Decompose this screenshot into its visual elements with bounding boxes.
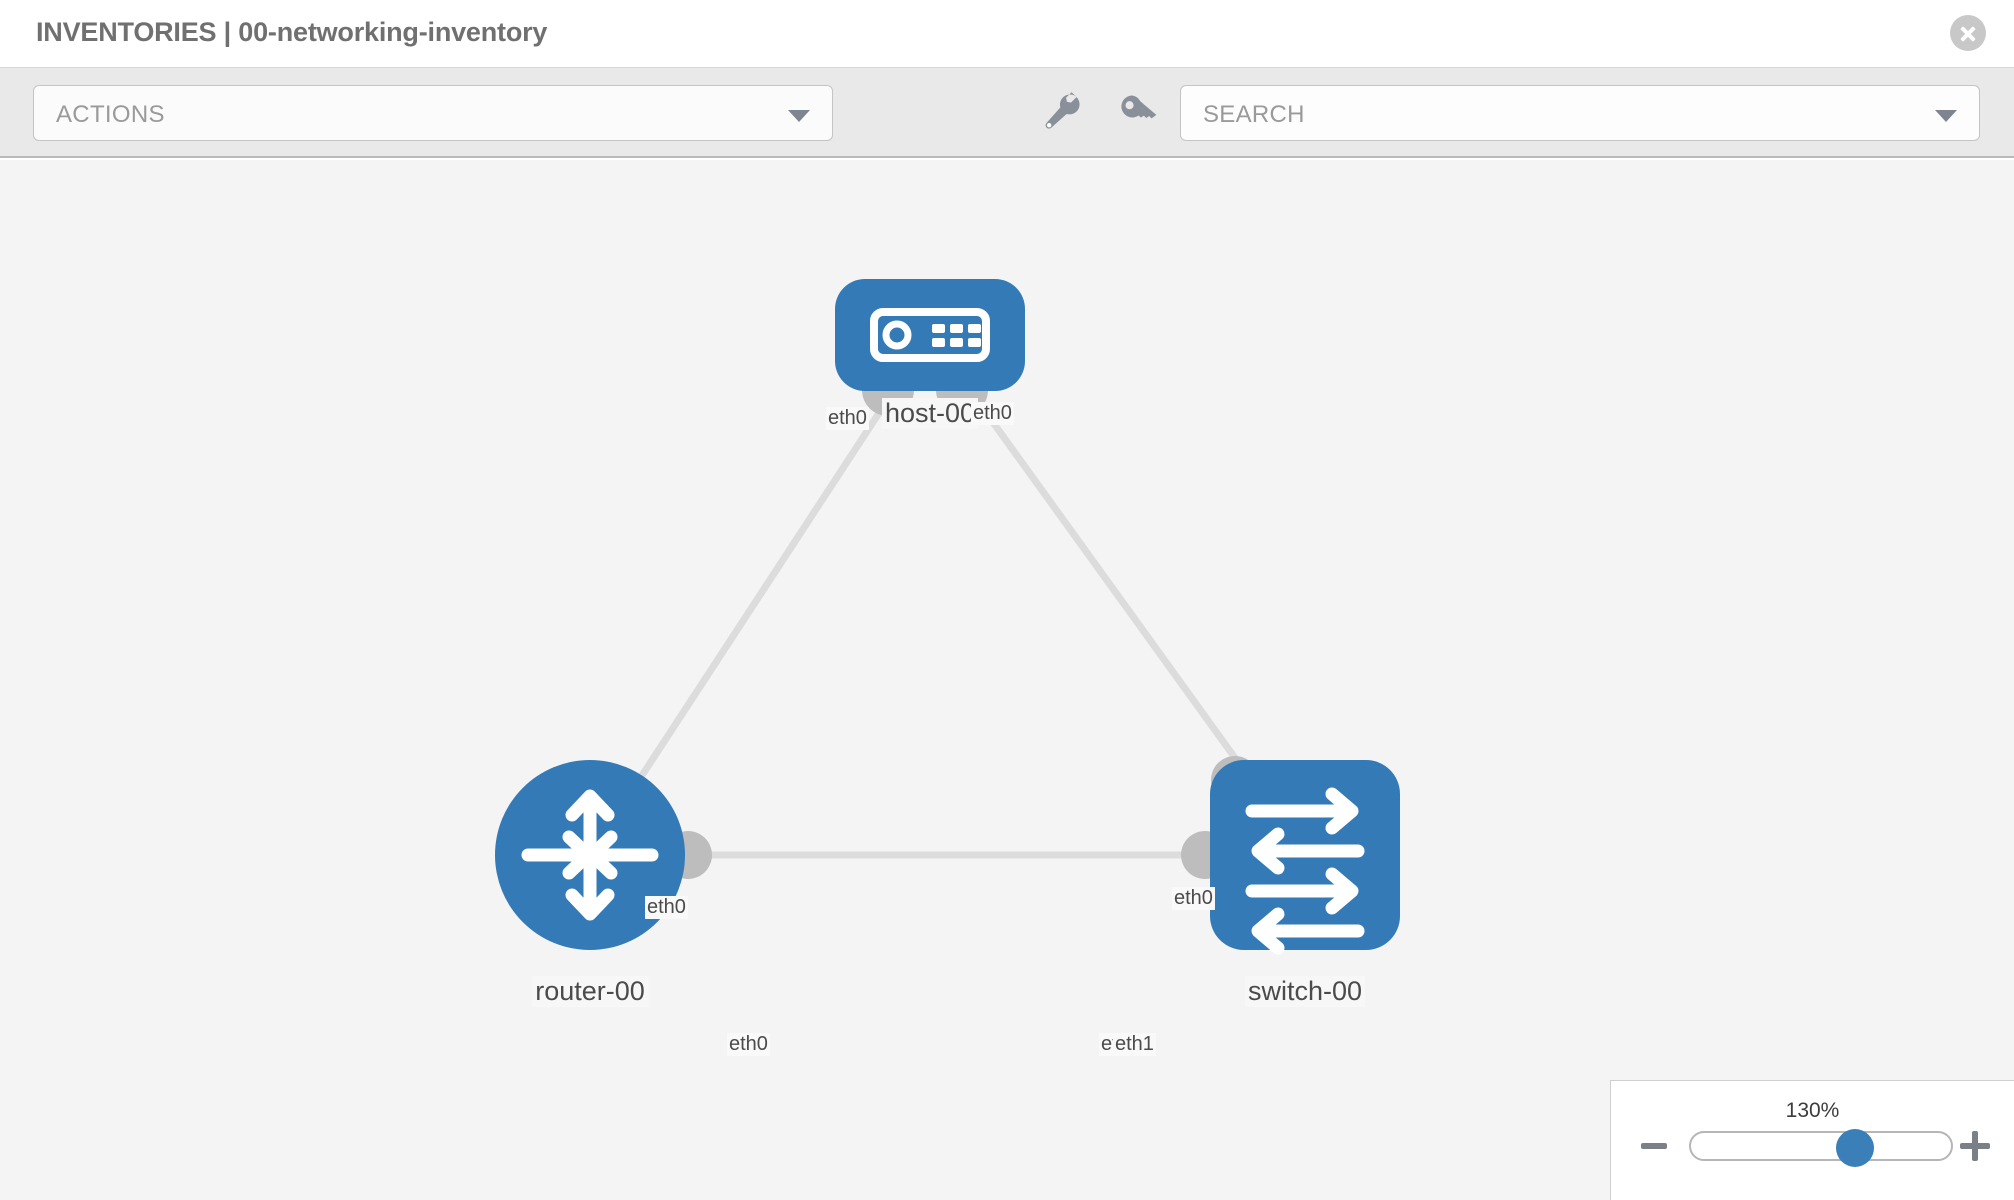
page-title: INVENTORIES | 00-networking-inventory bbox=[36, 17, 548, 47]
chevron-down-icon bbox=[788, 110, 810, 122]
search-input[interactable]: SEARCH bbox=[1180, 85, 1980, 141]
iface-label-switch-left-b: eth1 bbox=[1113, 1033, 1156, 1056]
plus-icon[interactable] bbox=[1960, 1131, 1990, 1161]
key-icon[interactable] bbox=[1116, 90, 1160, 134]
node-label-router-00: router-00 bbox=[532, 976, 648, 1007]
toolbar-icon-group bbox=[1040, 90, 1160, 134]
zoom-level-label: 130% bbox=[1785, 1099, 1840, 1122]
search-placeholder: SEARCH bbox=[1203, 101, 1305, 128]
close-icon[interactable] bbox=[1950, 15, 1986, 51]
page-header: INVENTORIES | 00-networking-inventory bbox=[0, 0, 2014, 68]
actions-dropdown-label: ACTIONS bbox=[56, 101, 165, 128]
chevron-down-icon[interactable] bbox=[1935, 110, 1957, 122]
link-host-router bbox=[587, 333, 933, 857]
node-host-00 bbox=[835, 279, 1025, 391]
topology-canvas[interactable]: host-00 router-00 switch-00 eth0 eth0 et… bbox=[0, 160, 2014, 1200]
iface-label-host-right: eth0 bbox=[971, 402, 1014, 425]
actions-dropdown[interactable]: ACTIONS bbox=[33, 85, 833, 141]
node-label-host-00: host-00 bbox=[881, 398, 979, 429]
zoom-slider-thumb[interactable] bbox=[1835, 1129, 1874, 1167]
topology-graph bbox=[495, 279, 1400, 955]
iface-label-router-right: eth0 bbox=[727, 1033, 770, 1056]
iface-label-router-up: eth0 bbox=[645, 896, 688, 919]
minus-icon[interactable] bbox=[1641, 1143, 1667, 1149]
iface-label-switch-up: eth0 bbox=[1172, 887, 1215, 910]
iface-label-host-left: eth0 bbox=[826, 407, 869, 430]
node-router-00 bbox=[495, 760, 685, 950]
endpoint-layer bbox=[664, 364, 1259, 879]
node-label-switch-00: switch-00 bbox=[1244, 976, 1366, 1007]
server-icon bbox=[870, 308, 990, 362]
wrench-icon[interactable] bbox=[1040, 90, 1084, 134]
zoom-slider[interactable] bbox=[1689, 1129, 1953, 1167]
zoom-control: 130% bbox=[1610, 1080, 2014, 1200]
node-switch-00 bbox=[1210, 760, 1400, 955]
